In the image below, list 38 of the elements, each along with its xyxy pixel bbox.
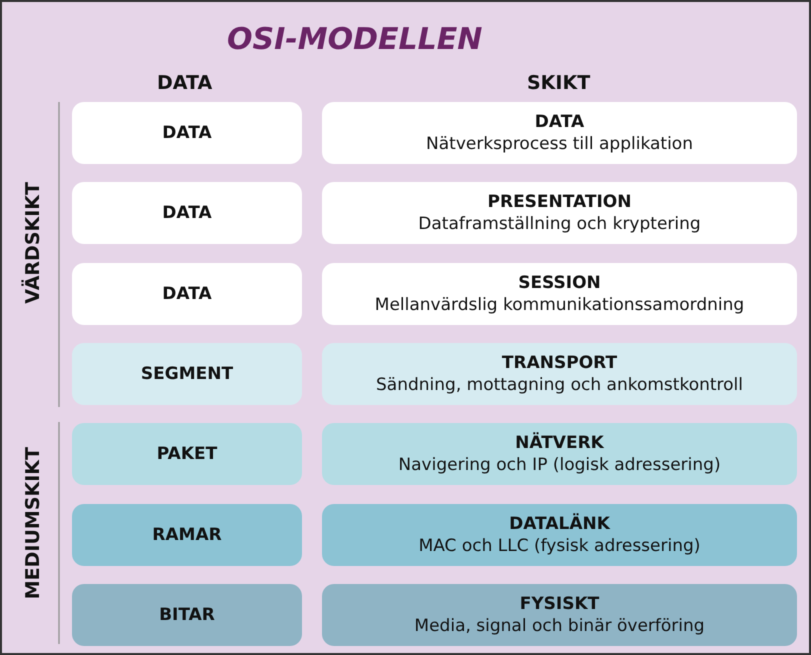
layer-name: DATA [162, 203, 212, 223]
layer-name: DATALÄNK [509, 514, 610, 534]
data-unit-box [72, 102, 302, 164]
layer-description: MAC och LLC (fysisk adressering) [418, 536, 700, 556]
data-unit-box [72, 182, 302, 244]
layer-name: FYSISKT [520, 594, 600, 614]
data-unit-box [72, 423, 302, 485]
layer-name: TRANSPORT [502, 353, 618, 373]
layer-description: Nätverksprocess till applikation [426, 134, 693, 154]
layer-name: PAKET [156, 444, 218, 464]
group-label: VÄRDSKIKT [22, 182, 44, 304]
layer-name: DATA [534, 112, 584, 132]
layer-name: DATA [162, 284, 212, 304]
column-header: SKIKT [527, 72, 590, 94]
data-unit-box [72, 263, 302, 325]
layer-name: NÄTVERK [515, 433, 604, 453]
layer-description: Dataframställning och kryptering [418, 214, 701, 234]
layer-box [322, 263, 797, 325]
layer-description: Navigering och IP (logisk adressering) [398, 455, 721, 475]
layer-description: Media, signal och binär överföring [414, 616, 705, 636]
diagram-title: OSI-MODELLEN [227, 22, 482, 57]
group-label: MEDIUMSKIKT [22, 447, 44, 600]
layer-name: SESSION [518, 273, 601, 293]
layer-description: Mellanvärdslig kommunikationssamordning [374, 295, 744, 315]
layer-name: PRESENTATION [488, 192, 632, 212]
layer-box [322, 423, 797, 485]
layer-box [322, 182, 797, 244]
data-unit-box [72, 504, 302, 566]
layer-name: RAMAR [152, 525, 222, 545]
layer-description: Sändning, mottagning och ankomstkontroll [376, 375, 743, 395]
layer-name: BITAR [159, 605, 215, 625]
layer-name: SEGMENT [140, 364, 234, 384]
layer-name: DATA [162, 123, 212, 143]
data-unit-box [72, 584, 302, 646]
layer-box [322, 102, 797, 164]
layer-box [322, 504, 797, 566]
column-header: DATA [157, 72, 212, 94]
layer-box [322, 584, 797, 646]
